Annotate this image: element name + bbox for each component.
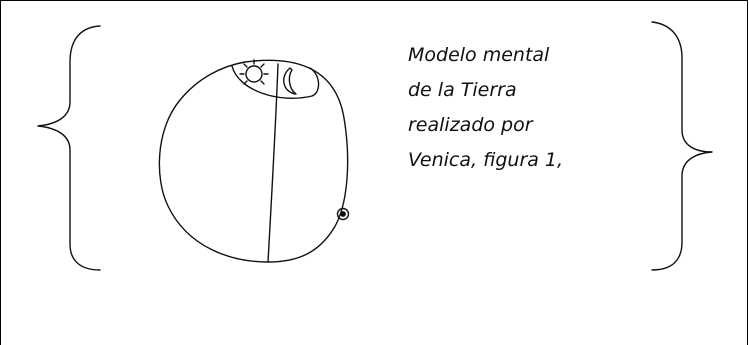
top-cap bbox=[231, 65, 320, 99]
caption-line-1: Modelo mental bbox=[408, 44, 550, 66]
left-brace bbox=[37, 25, 101, 271]
caption-line-3: realizado por bbox=[408, 114, 533, 136]
caption-line-2: de la Tierra bbox=[408, 79, 517, 101]
small-circle-icon bbox=[336, 207, 350, 221]
caption-line-4: Venica, figura 1, bbox=[408, 149, 564, 171]
figure-caption: Modelo mental de la Tierra realizado por… bbox=[408, 38, 668, 178]
earth-outline bbox=[158, 59, 349, 263]
right-brace bbox=[651, 21, 713, 271]
moon-icon bbox=[283, 67, 297, 95]
meridian-line bbox=[267, 63, 279, 263]
sun-icon bbox=[239, 59, 269, 85]
